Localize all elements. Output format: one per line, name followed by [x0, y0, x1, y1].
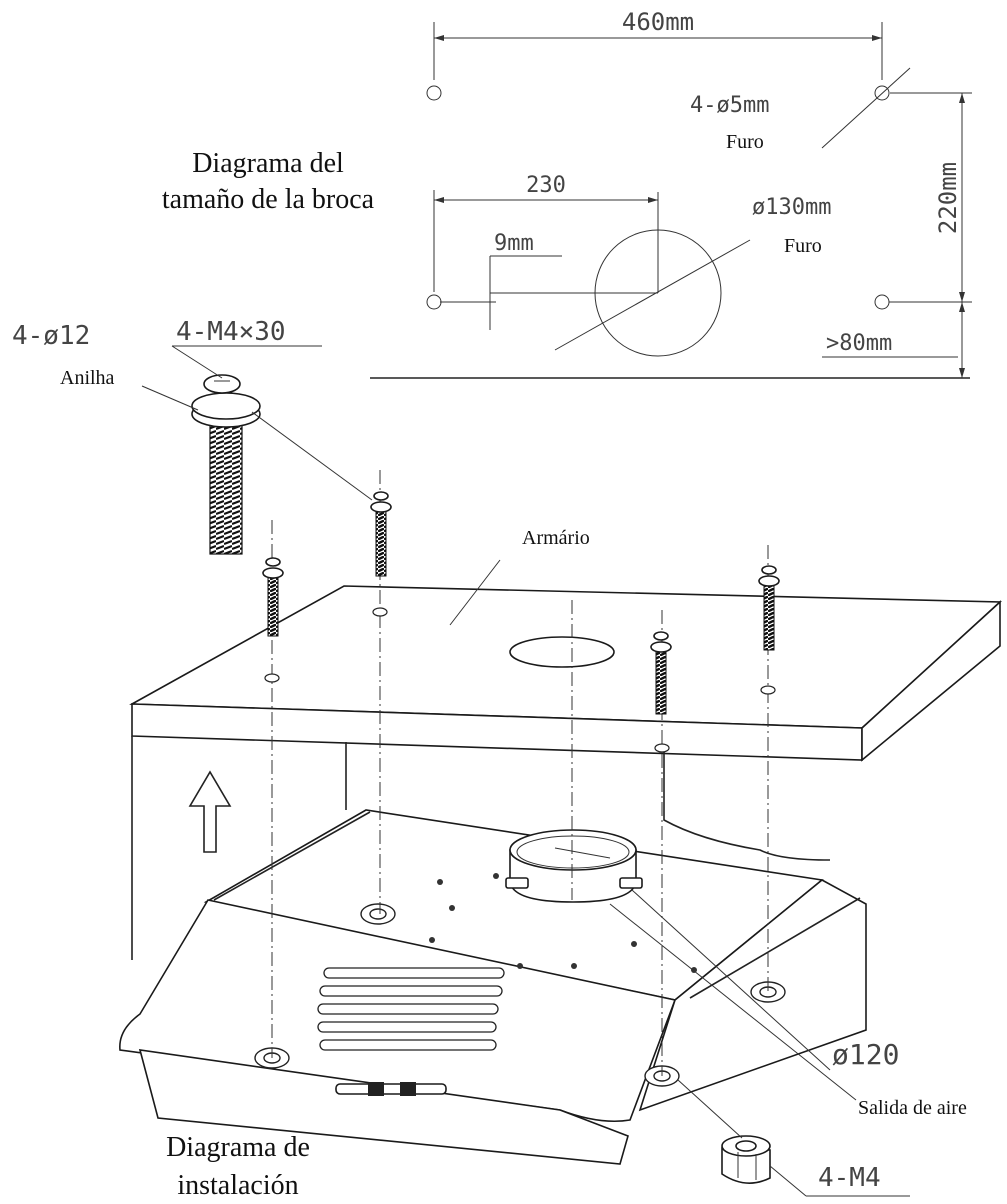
mounting-hole-top-right [874, 85, 890, 101]
top-holes [429, 873, 697, 973]
dimension-460-label: 460mm [622, 8, 694, 36]
washer-label: Anilha [60, 367, 115, 389]
cabinet-holes [264, 607, 776, 753]
drill-template: 460mm 4-ø5mm Furo 220mm >80mm 230 ø130mm… [162, 8, 972, 379]
up-arrow-icon [188, 770, 232, 853]
drill-diagram-title-line1: Diagrama del [192, 148, 344, 179]
washer-spec: 4-ø12 [12, 321, 90, 351]
outlet-diameter: ø120 [832, 1038, 899, 1071]
hood-right-rail [689, 897, 861, 999]
screw-spec-leader [171, 345, 223, 379]
hood-lower-lip [138, 1049, 629, 1165]
nut-spec: 4-M4 [818, 1163, 881, 1193]
washer-leader [141, 385, 199, 411]
screw [370, 491, 392, 577]
screw [650, 631, 672, 715]
cabinet-right-wall [663, 752, 831, 861]
dimension-230-label: 230 [526, 173, 566, 198]
outlet-label: Salida de aire [858, 1097, 967, 1119]
range-hood [119, 809, 867, 1165]
cabinet-label: Armário [522, 527, 590, 549]
control-knob-left [368, 1082, 384, 1096]
drill-diagram-title-line2: tamaño de la broca [162, 184, 375, 215]
screw-detail-leader [251, 411, 373, 501]
mounting-hole-top-left [426, 85, 442, 101]
cabinet: Armário [129, 527, 1003, 960]
duct-hole-leader [554, 239, 751, 351]
screw-spec: 4-M4×30 [176, 317, 286, 347]
dimension-min-label: >80mm [826, 331, 892, 356]
cabinet-duct-cutout [509, 636, 615, 668]
outlet-diameter-leader [631, 889, 831, 1071]
cabinet-side [861, 600, 1001, 762]
cabinet-leader [449, 559, 501, 626]
small-hole-label: 4-ø5mm [690, 93, 769, 118]
dimension-220-label: 220mm [934, 162, 962, 234]
dimension-9-label: 9mm [494, 231, 534, 256]
screw [262, 557, 284, 637]
install-diagram-title-line1: Diagrama de [166, 1132, 310, 1163]
control-slider [335, 1083, 447, 1095]
nut-leader [769, 1165, 807, 1197]
screw [758, 565, 780, 651]
exhaust-collar [505, 829, 643, 903]
install-diagram-title-line2: instalación [177, 1170, 298, 1201]
duct-hole-label: ø130mm [752, 195, 831, 220]
outlet-label-leader [609, 903, 857, 1101]
screw-detail [191, 374, 261, 555]
control-knob-right [400, 1082, 416, 1096]
nut [721, 1135, 771, 1184]
mounting-hole-bottom-left [426, 294, 442, 310]
install-drawing: Armário [12, 317, 1003, 1201]
small-hole-leader [821, 67, 911, 149]
duct-hole-note: Furo [784, 235, 822, 257]
nut-grommet-leader [677, 1079, 743, 1139]
small-hole-note: Furo [726, 131, 764, 153]
hood-front-panel [119, 899, 677, 1123]
vent-grille [317, 967, 505, 1051]
hood-left-rail [213, 811, 371, 901]
mounting-hole-bottom-right [874, 294, 890, 310]
